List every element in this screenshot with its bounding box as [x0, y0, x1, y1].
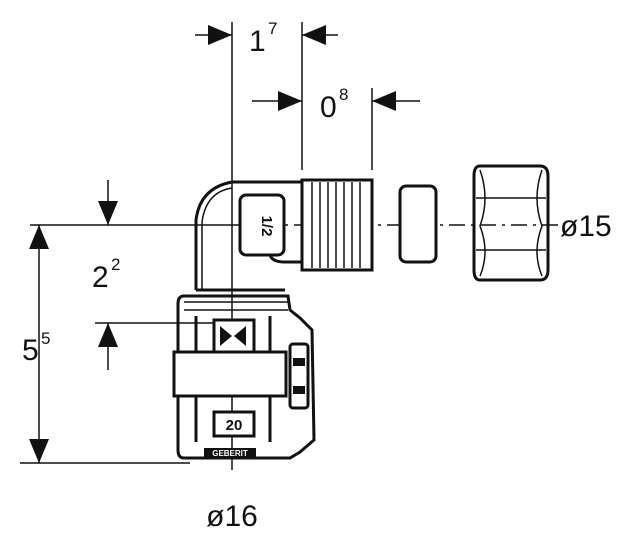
arrow-left-icon — [372, 91, 396, 111]
dimension-top-width-base: 1 — [249, 25, 266, 58]
press-sleeve-band — [172, 350, 288, 398]
dimension-thread-base: 0 — [320, 91, 337, 124]
brand-label: GEBERIT — [212, 449, 248, 458]
seal-ring — [398, 184, 438, 264]
nut-chamfer — [479, 169, 486, 277]
arrow-up-icon — [98, 323, 118, 347]
size-bottom-label: 20 — [226, 417, 243, 434]
elbow-web — [268, 254, 302, 264]
press-indicator-icon — [220, 326, 232, 346]
elbow-outer-contour — [194, 180, 302, 290]
elbow-inner-contour — [201, 187, 233, 290]
arrow-up-icon — [29, 225, 49, 249]
arrow-right-icon — [278, 91, 302, 111]
nut-chamfer — [536, 169, 543, 277]
brand-strip — [204, 448, 256, 458]
arrow-down-icon — [29, 439, 49, 463]
pipe-diameter-label: ø16 — [206, 500, 258, 533]
press-body-outline — [176, 294, 316, 460]
size-plate — [238, 193, 286, 257]
press-indicator-icon — [234, 326, 246, 346]
dimension-upper-offset-sup: 2 — [111, 255, 120, 274]
dimension-upper-offset-base: 2 — [92, 261, 109, 294]
side-clip — [288, 342, 310, 410]
dimension-total-height-sup: 5 — [41, 329, 50, 348]
dimension-top-width-sup: 7 — [268, 19, 277, 38]
arrow-left-icon — [302, 25, 326, 45]
arrow-right-icon — [208, 25, 232, 45]
nut-outline — [472, 164, 550, 282]
dimension-thread-sup: 8 — [339, 85, 348, 104]
thread-ribs — [311, 182, 361, 268]
nut-diameter-label: ø15 — [560, 210, 612, 243]
clip-tab — [293, 386, 305, 394]
clip-tab — [293, 358, 305, 366]
press-body: 20 GEBERIT — [172, 294, 316, 460]
size-window — [212, 410, 256, 438]
elbow-fitting: 1/2 — [194, 178, 374, 292]
dimension-upper-offset: 2 2 — [92, 180, 240, 370]
size-top-label: 1/2 — [258, 216, 275, 237]
dimension-total-height: 5 5 — [20, 225, 190, 464]
dimension-thread-length: 0 8 — [252, 85, 420, 170]
arrow-down-icon — [98, 201, 118, 225]
dimension-total-height-base: 5 — [22, 334, 39, 367]
union-nut — [472, 164, 550, 282]
